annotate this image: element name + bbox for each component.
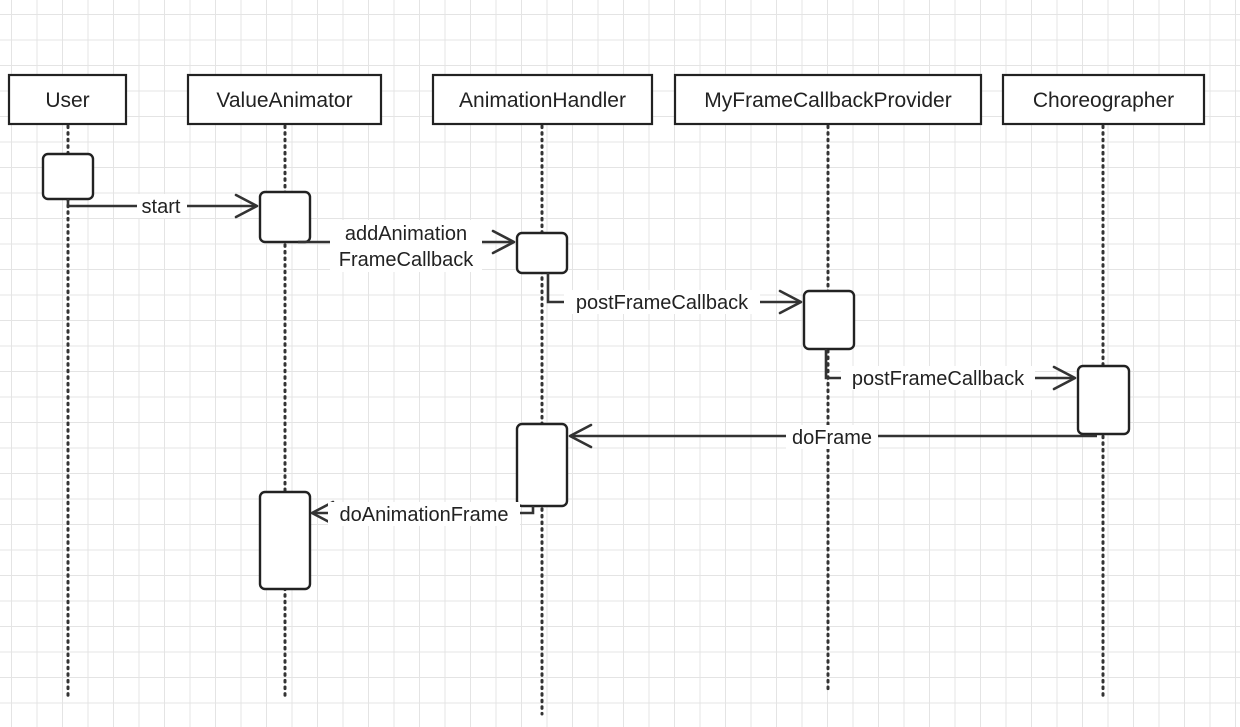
activation-user bbox=[41, 152, 95, 201]
message-postframecallback-1: postFrameCallback bbox=[546, 273, 803, 315]
participant-user: User bbox=[7, 73, 128, 126]
participant-label-valueanimator: ValueAnimator bbox=[216, 89, 352, 112]
arrow-head-icon bbox=[778, 289, 803, 315]
activation-valueanimator-1 bbox=[258, 190, 312, 244]
activation-choreographer bbox=[1076, 364, 1131, 436]
activation-valueanimator-2 bbox=[258, 490, 312, 591]
message-label-addanimation: addAnimation bbox=[345, 223, 467, 245]
participant-choreographer: Choreographer bbox=[1001, 73, 1206, 126]
message-addanimationframecallback: addAnimation FrameCallback bbox=[298, 220, 516, 272]
arrow-head-icon bbox=[234, 193, 259, 219]
message-label-framecallback: FrameCallback bbox=[339, 249, 474, 271]
activation-animationhandler-2 bbox=[515, 422, 569, 508]
participant-label-animationhandler: AnimationHandler bbox=[459, 89, 626, 112]
participant-myframecallbackprovider: MyFrameCallbackProvider bbox=[673, 73, 983, 126]
message-start: start bbox=[66, 193, 259, 219]
participant-valueanimator: ValueAnimator bbox=[186, 73, 383, 126]
arrow-head-icon bbox=[491, 229, 516, 255]
message-doframe: doFrame bbox=[568, 423, 1097, 449]
message-label-doanimationframe: doAnimationFrame bbox=[340, 504, 509, 526]
arrow-head-icon bbox=[310, 500, 335, 526]
activation-animationhandler-1 bbox=[515, 231, 569, 275]
participant-label-myframecallbackprovider: MyFrameCallbackProvider bbox=[704, 89, 951, 112]
message-label-postframecallback-1: postFrameCallback bbox=[576, 292, 749, 314]
message-label-start: start bbox=[142, 196, 181, 218]
participant-animationhandler: AnimationHandler bbox=[431, 73, 654, 126]
message-doanimationframe: doAnimationFrame bbox=[310, 500, 535, 526]
participant-label-user: User bbox=[45, 89, 89, 112]
arrow-head-icon bbox=[568, 423, 593, 449]
activation-myframecallbackprovider bbox=[802, 289, 856, 351]
arrow-head-icon bbox=[1052, 365, 1077, 391]
message-postframecallback-2: postFrameCallback bbox=[824, 349, 1077, 391]
message-label-doframe: doFrame bbox=[792, 427, 872, 449]
participant-label-choreographer: Choreographer bbox=[1033, 89, 1174, 112]
message-label-postframecallback-2: postFrameCallback bbox=[852, 368, 1025, 390]
